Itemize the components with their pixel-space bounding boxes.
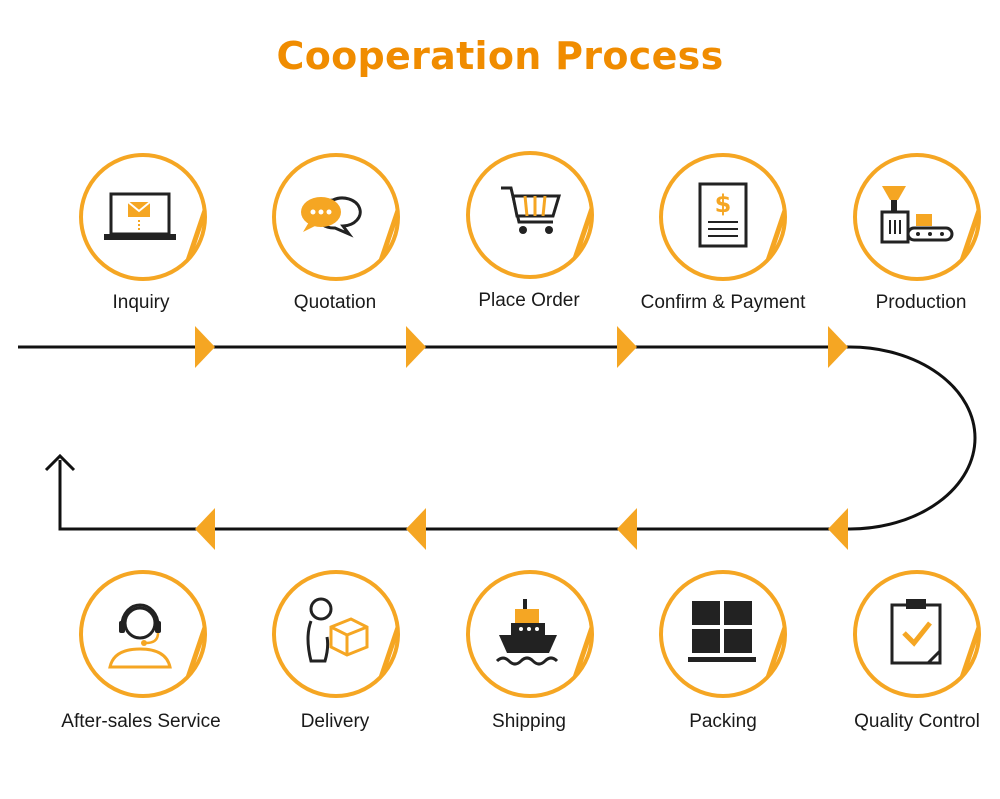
flow-arrow-left (195, 508, 215, 550)
step-label-confirm-payment: Confirm & Payment (640, 292, 806, 313)
headset-support-icon (78, 569, 208, 699)
flow-arrow-right (195, 326, 215, 368)
step-label-packing: Packing (689, 711, 757, 732)
flow-path (18, 345, 977, 531)
svg-text:$: $ (715, 190, 732, 218)
step-label-shipping: Shipping (492, 711, 566, 732)
step-label-after-sales-service: After-sales Service (61, 711, 221, 732)
step-label-delivery: Delivery (300, 711, 370, 732)
clipboard-check-icon (852, 569, 982, 699)
step-label-inquiry: Inquiry (112, 292, 170, 313)
shopping-cart-icon (465, 150, 595, 280)
flow-arrow-right (828, 326, 848, 368)
cargo-ship-icon (465, 569, 595, 699)
pallet-boxes-icon (658, 569, 788, 699)
flow-arrow-right (406, 326, 426, 368)
email-laptop-icon (78, 152, 208, 282)
invoice-dollar-icon: $ (658, 152, 788, 282)
factory-machine-icon (852, 152, 982, 282)
flow-arrow-right (617, 326, 637, 368)
flow-arrow-left (617, 508, 637, 550)
step-label-production: Production (875, 292, 967, 313)
return-arrowhead (44, 453, 76, 472)
chat-bubbles-icon (271, 152, 401, 282)
flow-arrow-left (406, 508, 426, 550)
step-label-place-order: Place Order (478, 290, 580, 311)
step-label-quotation: Quotation (293, 292, 377, 313)
step-label-quality-control: Quality Control (854, 711, 980, 732)
flow-arrow-left (828, 508, 848, 550)
page-title: Cooperation Process (276, 34, 724, 78)
courier-package-icon (271, 569, 401, 699)
